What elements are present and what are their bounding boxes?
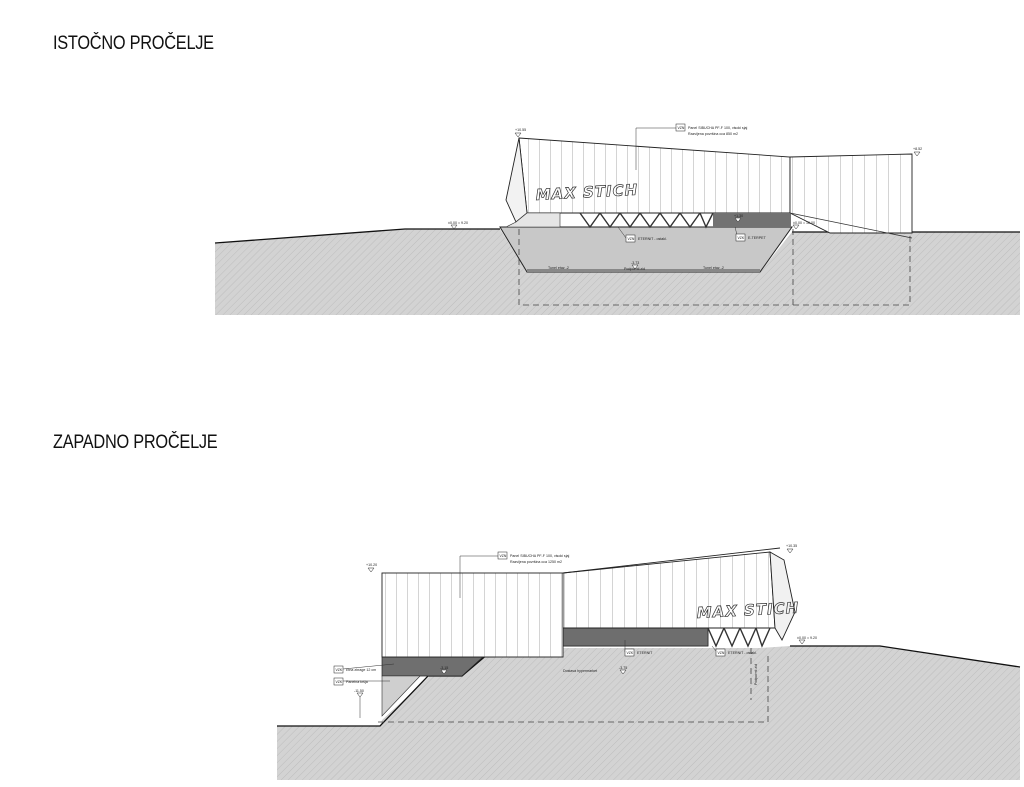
basement-floor-slab <box>527 269 760 272</box>
drawing-label: Razvijena površina cca 1250 m2 <box>510 560 562 564</box>
annotation-eternit-glazed: VZN ETERNIT - ostakl. <box>711 645 757 657</box>
drawing-label: Panel SIBUCHA PF-F 100, visoki sjaj <box>688 126 748 130</box>
drawing-label: -11.50 <box>354 689 364 693</box>
drawing-title-west: ZAPADNO PROČELJE <box>53 432 218 453</box>
west-elevation: MAX STICH VZN Panel SIBUCHA PF-F 100, vi… <box>277 544 1021 780</box>
facade-left <box>381 572 564 658</box>
drawing-label: Podpornti zid <box>624 267 645 271</box>
drawing-label: +8.52 <box>913 147 922 151</box>
drawing-label: VZN <box>678 126 685 130</box>
drawing-label: +1.30 <box>734 214 743 218</box>
level-markers <box>450 132 921 270</box>
basement-light <box>381 675 421 717</box>
drawing-label: Dostava hypermarket <box>563 669 597 673</box>
drawing-label: Razvijena površina cca 850 m2 <box>688 132 738 136</box>
drawing-label: -3.75 <box>619 666 627 670</box>
annotation-facade-note: VZN Panel SIBUCHA PF-F 100, visoki sjaj … <box>635 123 748 170</box>
drawing-label: Etna zbrage 12 cm <box>346 668 376 672</box>
foundation-outline <box>378 652 769 723</box>
drawing-label: ETERNIT <box>637 651 653 655</box>
level-markers <box>356 548 806 698</box>
drawing-title-east: ISTOČNO PROČELJE <box>53 33 214 54</box>
drawing-label: VZK <box>336 668 343 672</box>
drawing-label: ETERNIT - ostakl. <box>728 651 757 655</box>
v-columns <box>707 627 771 648</box>
glazing-band-dark <box>713 213 791 227</box>
annotation-eterpet: VZK E-TERPET <box>734 226 767 242</box>
annotation-concrete: VZK Etna zbrage 12 cm <box>333 663 395 674</box>
drawing-label: ±0.00 = 16.00 <box>793 221 815 225</box>
drawing-label: +10.55 <box>515 128 526 132</box>
basement-section <box>499 226 793 273</box>
annotation-eternit: VZK ETERNIT <box>624 640 653 657</box>
drawing-label: Panel SIBUCHA PF-F 100, visoki sjaj <box>510 554 570 558</box>
drawing-label: Tunel etaz -2 <box>548 266 569 270</box>
drawing-label: -3.73 <box>631 261 639 265</box>
ground-section <box>277 646 1020 780</box>
drawing-label: VZK <box>738 236 745 240</box>
ramp-line <box>789 212 913 239</box>
v-columns <box>579 212 714 229</box>
drawing-label: VZK <box>627 651 634 655</box>
drawing-label: Podpornti zid <box>754 664 758 685</box>
drawing-label: VZN <box>628 237 635 241</box>
drawing-label: +10.35 <box>786 544 797 548</box>
roof-edge <box>562 547 781 574</box>
drawing-label: -3.15 <box>440 666 448 670</box>
drawing-label: +10.20 <box>366 563 377 567</box>
drawing-label: Panelna kršja <box>346 680 368 684</box>
entrance-stair <box>505 212 561 228</box>
drawing-label: VZK <box>336 680 343 684</box>
east-elevation: MAX STICH VZN Panel SIBUCHA PF-F 100, vi… <box>214 123 1020 315</box>
foundation-outline <box>518 229 911 306</box>
drawing-label: VZN <box>718 651 725 655</box>
drawing-label: ETERNIT - ostakl. <box>638 237 667 241</box>
plinth-dark <box>562 625 709 647</box>
facade-right <box>789 153 913 234</box>
annotation-panel: VZK Panelna kršja <box>333 677 390 686</box>
annotation-eternit: VZN ETERNIT - ostakl. <box>617 226 667 243</box>
drawing-label: ±0.00 = 9.20 <box>797 636 817 640</box>
drawing-label: E-TERPET <box>748 236 767 240</box>
drawing-label: VZN <box>500 554 507 558</box>
drawing-label: Tunel etaz -2 <box>703 266 724 270</box>
annotation-facade-note: VZN Panel SIBUCHA PF-F 100, visoki sjaj … <box>459 551 570 598</box>
facade-prow <box>769 551 796 641</box>
drawing-label: ±0.00 = 9.20 <box>448 221 468 225</box>
